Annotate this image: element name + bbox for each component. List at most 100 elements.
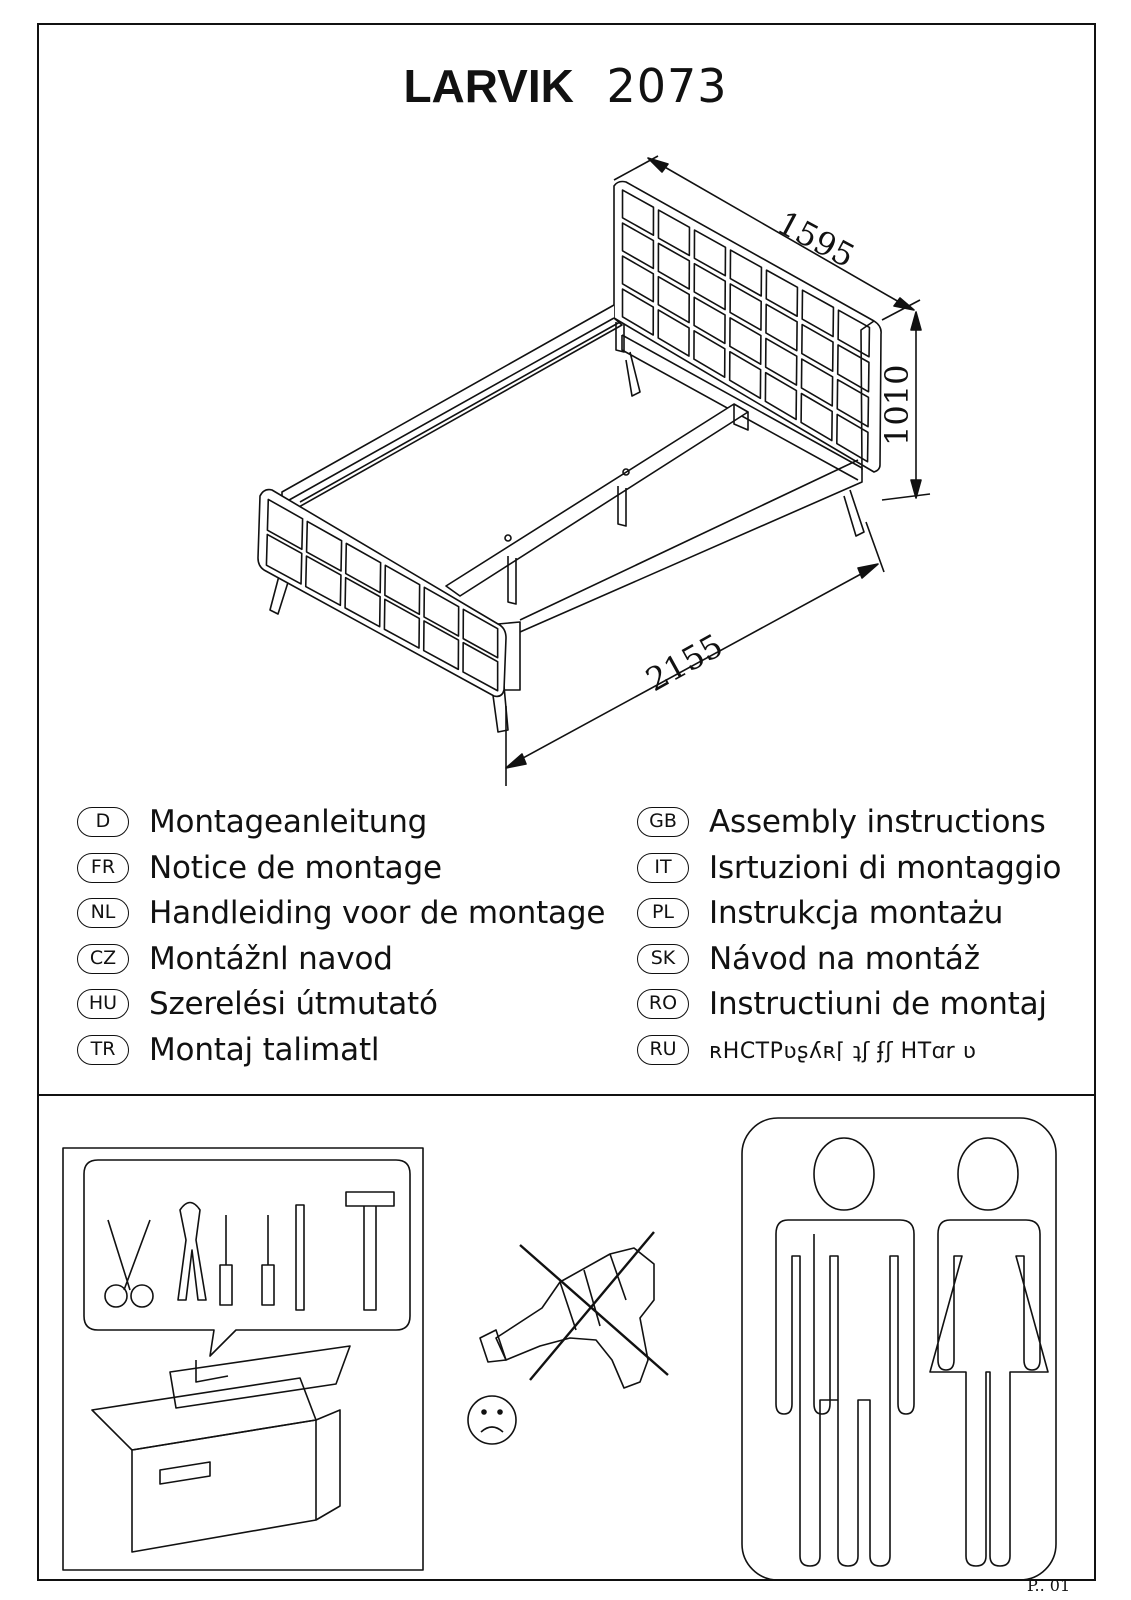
tufted-cushion [422,620,460,671]
language-code-badge: GB [637,807,689,837]
scissors-icon [104,1219,154,1308]
model-name: LARVIK [403,60,574,112]
side-rail-right [519,334,863,633]
dimension-height-label: 1010 [878,365,916,446]
woman-figure [929,1137,1049,1567]
dimension-width-label: 1595 [771,204,861,276]
language-instruction-title: Assembly instructions [709,804,1046,840]
language-code-badge: CZ [77,943,129,974]
screwdriver-icon [219,1215,233,1306]
dimension-height [881,311,931,501]
tufted-cushion [462,641,499,692]
tufted-cushion [764,337,798,386]
language-code-badge: FR [77,852,129,883]
tufted-cushion [728,350,762,400]
headboard [613,180,882,473]
model-number: 2073 [606,59,728,113]
language-code-badge: D [77,807,129,837]
tufted-cushion [621,189,655,237]
tufted-cushion [836,413,869,463]
language-instruction-title: Návod na montáž [709,940,980,977]
headboard-tufting [621,189,871,463]
language-instruction-title: Szerelési útmutató [149,986,438,1022]
dimension-length [505,521,885,786]
tufted-cushion [344,576,381,628]
tools-speech-bubble [83,1159,411,1357]
tufted-cushion [384,564,421,616]
language-code-badge: RU [637,1034,689,1065]
tufted-cushion [800,358,834,407]
language-instruction-title: Instructiuni de montaj [709,986,1047,1022]
language-code-badge: RO [637,989,689,1019]
language-instruction-title: Instrukcja montażu [709,895,1004,931]
leg-back-left [625,351,641,397]
tufted-cushion [265,533,303,585]
center-beam [445,322,749,605]
language-code-badge: PL [637,898,689,928]
tufted-cushion [621,222,655,270]
language-instruction-title: Montážnl navod [149,940,393,977]
tufted-cushion [729,317,762,366]
language-instruction-title: Montageanleitung [149,804,428,840]
tufted-cushion [765,303,798,352]
man-figure [775,1137,915,1567]
section-divider [37,1094,1096,1096]
tufted-cushion [693,330,726,379]
page-title: LARVIK 2073 [0,58,1131,114]
language-row-fr: FR Notice de montage [77,848,442,888]
tufted-cushion [383,598,421,649]
tufted-cushion [621,288,655,336]
language-row-cz: CZ Montážnl navod [77,939,393,979]
tufted-cushion [462,608,499,659]
language-instruction-title: ʀHCTPʋʂʎʀ⌈ ʇʃ ʄʃ HTꭤr ʋ [709,1038,977,1064]
tufted-cushion [657,242,691,290]
tools-panel [62,1147,424,1571]
hammer-icon [345,1191,395,1311]
tufted-cushion [621,255,655,303]
tufted-cushion [304,555,342,607]
tufted-cushion [657,209,691,257]
language-instruction-title: Notice de montage [149,849,442,886]
language-code-badge: HU [77,989,129,1019]
pliers-icon [177,1201,207,1301]
language-row-ro: RO Instructiuni de montaj [637,984,1047,1024]
tufted-cushion [423,586,460,637]
language-row-nl: NL Handleiding voor de montage [77,893,605,933]
tufted-cushion [801,323,834,373]
language-instruction-title: Isrtuzioni di montaggio [709,849,1062,886]
tufted-cushion [764,371,798,421]
two-person-assembly-icon [741,1117,1057,1581]
screwdriver-icon [261,1215,275,1306]
tufted-cushion [693,296,726,345]
language-code-badge: TR [77,1034,129,1065]
language-row-pl: PL Instrukcja montażu [637,893,1003,933]
language-code-badge: IT [637,852,689,883]
page-number: P.. 01 [1027,1576,1071,1595]
tufted-cushion [693,229,727,277]
tufted-cushion [693,262,727,311]
tufted-cushion [729,249,763,297]
tufted-cushion [836,378,870,428]
leg-back-right [843,489,865,537]
language-row-d: D Montageanleitung [77,802,427,842]
tufted-cushion [305,520,343,572]
dimension-width [613,155,921,321]
tufted-cushion [657,309,690,357]
language-code-badge: NL [77,898,129,928]
language-row-ru: RU ʀHCTPʋʂʎʀ⌈ ʇʃ ʄʃ HTꭤr ʋ [637,1030,976,1070]
tufted-cushion [836,344,870,393]
dimension-length-label: 2155 [639,626,729,699]
toolbox-icon [91,1345,351,1553]
language-instruction-title: Handleiding voor de montage [149,895,606,931]
tufted-cushion [801,289,835,338]
tufted-cushion [837,309,871,358]
leg-front-left [269,571,291,615]
tufted-cushion [344,542,382,594]
language-row-it: IT Isrtuzioni di montaggio [637,848,1061,888]
tufted-cushion [657,275,690,324]
side-rail-left [281,304,623,513]
tufted-cushion [729,283,762,331]
